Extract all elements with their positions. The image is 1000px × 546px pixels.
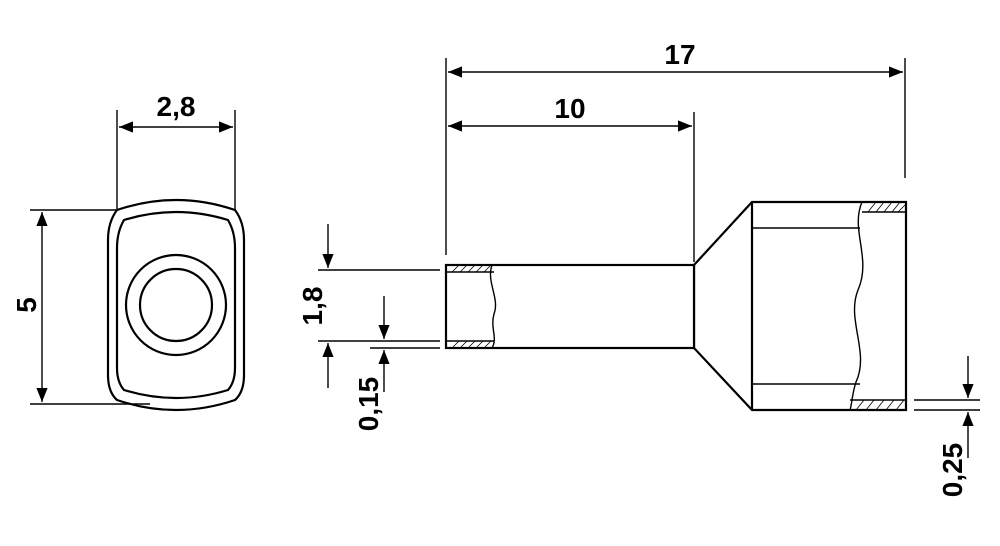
side-view: 17 10 (297, 39, 980, 497)
sleeve-break-line (489, 264, 497, 349)
end-view-sleeve-outer-circle (124, 253, 228, 357)
sleeve-wall-hatching (446, 264, 494, 349)
end-view-outer-contour (106, 198, 246, 412)
dimension-total-length-label: 17 (664, 39, 695, 70)
metal-sleeve (444, 263, 696, 350)
collar-break-line (849, 201, 864, 411)
dimension-sleeve-length-label: 10 (554, 93, 585, 124)
end-view: 2,8 5 (11, 91, 246, 412)
dimension-sleeve-diameter-label: 1,8 (297, 287, 328, 326)
dimension-width-label: 2,8 (157, 91, 196, 122)
end-view-inner-contour (115, 210, 237, 400)
collar-wall-hatching (850, 201, 907, 411)
dimension-sleeve-wall-label: 0,15 (353, 377, 384, 432)
dimension-collar-wall-label: 0,25 (937, 443, 968, 498)
end-view-sleeve-inner-circle (138, 267, 214, 343)
collar-body (692, 200, 908, 412)
dimension-height-label: 5 (11, 297, 42, 313)
